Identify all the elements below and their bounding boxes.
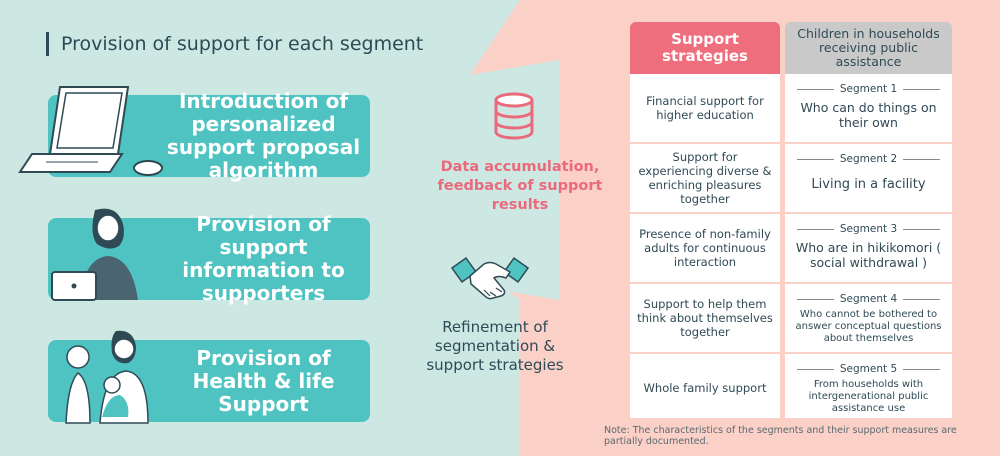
strategy-cell: Support to help them think about themsel… <box>637 297 773 339</box>
strategies-column: Financial support for higher education S… <box>630 74 780 418</box>
handshake-icon <box>450 256 530 300</box>
row-divider <box>630 142 780 144</box>
row-divider <box>785 352 952 354</box>
panel-information-label: Provision of support information to supp… <box>182 212 345 305</box>
row-divider <box>785 142 952 144</box>
segment-label: Segment 3 <box>791 223 946 235</box>
segment-label: Segment 2 <box>791 153 946 165</box>
header-children: Children in households receiving public … <box>785 22 952 74</box>
segment-cell: Segment 2 Living in a facility <box>785 144 952 212</box>
data-accumulation-label: Data accumulation, feedback of support r… <box>437 159 603 213</box>
segment-label: Segment 1 <box>791 83 946 95</box>
segment-description: From households with intergenerational p… <box>808 379 929 414</box>
row-divider <box>630 212 780 214</box>
page-title: Provision of support for each segment <box>46 32 423 56</box>
header-support-strategies: Support strategies <box>630 22 780 74</box>
segment-description: Who cannot be bothered to answer concept… <box>795 309 942 344</box>
segment-description: Living in a facility <box>811 177 926 192</box>
supporter-woman-icon <box>51 208 138 301</box>
row-divider <box>630 282 780 284</box>
segment-cell: Segment 1 Who can do things on their own <box>785 74 952 142</box>
segment-cell: Segment 5 From households with intergene… <box>785 354 952 422</box>
strategy-cell: Support for experiencing diverse & enric… <box>638 150 772 206</box>
database-icon <box>494 92 534 140</box>
row-divider <box>785 212 952 214</box>
segment-cell: Segment 4 Who cannot be bothered to answ… <box>785 284 952 352</box>
segment-description: Who can do things on their own <box>800 100 937 130</box>
family-icon <box>65 330 149 424</box>
segments-column: Segment 1 Who can do things on their own… <box>785 74 952 418</box>
segment-description: Who are in hikikomori ( social withdrawa… <box>795 240 942 270</box>
strategy-cell: Whole family support <box>643 381 767 395</box>
footnote: Note: The characteristics of the segment… <box>604 425 957 447</box>
segment-cell: Segment 3 Who are in hikikomori ( social… <box>785 214 952 282</box>
refinement-label: Refinement of segmentation & support str… <box>426 318 564 374</box>
row-divider <box>630 352 780 354</box>
segment-label: Segment 5 <box>791 363 946 375</box>
panel-health-label: Provision of Health & life Support <box>192 345 335 416</box>
panel-algorithm-label: Introduction of personalized support pro… <box>166 89 361 182</box>
laptop-icon <box>18 86 163 176</box>
segment-label: Segment 4 <box>791 293 946 305</box>
segment-table: Support strategies Children in household… <box>630 22 952 422</box>
strategy-cell: Financial support for higher education <box>646 94 764 122</box>
row-divider <box>785 282 952 284</box>
strategy-cell: Presence of non-family adults for contin… <box>639 227 771 269</box>
